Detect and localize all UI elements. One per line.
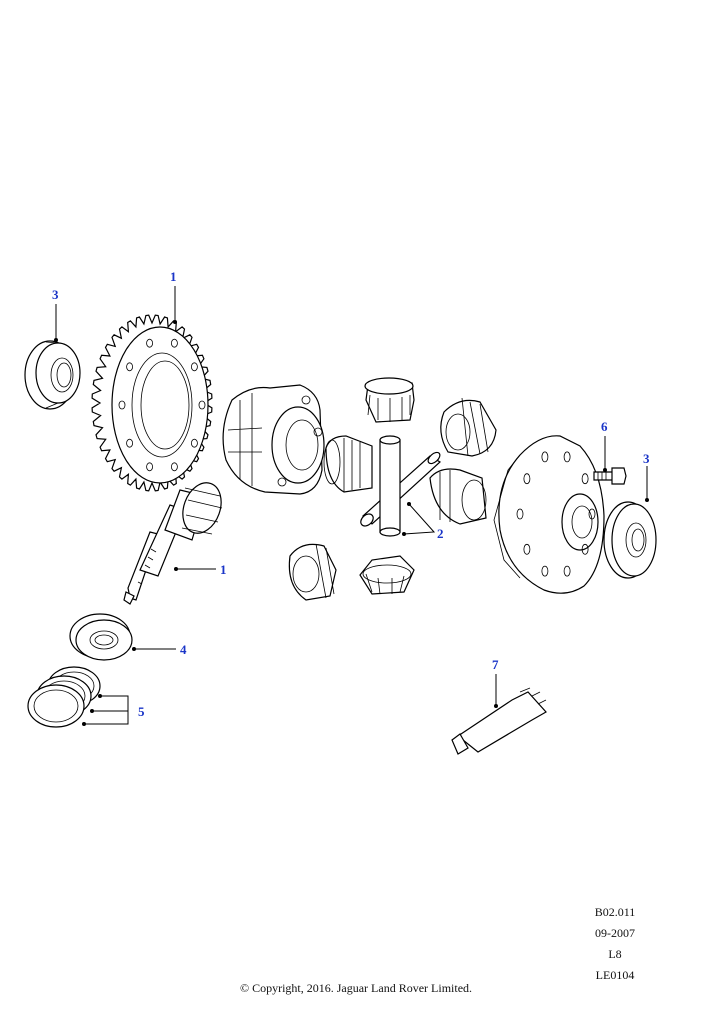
differential-housing-part [493,435,605,594]
reference-line-1: B02.011 [594,905,636,919]
housing-bolt-hole [516,508,524,520]
shims-part [27,666,101,728]
leader-lines [54,286,649,726]
housing-bolt-hole [541,451,549,463]
bearing-left-part [24,340,81,410]
housing-bolt-hole [588,508,596,520]
ring-gear-part [91,314,213,492]
bolt-part [593,467,627,485]
diff-gear-set-part [288,377,497,601]
ring-gear-bolt-hole [146,338,154,348]
callout-pinion-bearing: 4 [180,642,187,657]
ring-gear-bolt-hole [170,338,178,348]
callout-sealant: 7 [492,657,499,672]
ring-gear-bolt-hole [190,438,198,448]
housing-bolt-hole [581,543,589,555]
callout-bearing-left: 3 [52,287,59,302]
reference-line-3: L8 [608,947,622,961]
sealant-tube-part [451,687,547,755]
copyright-notice: © Copyright, 2016. Jaguar Land Rover Lim… [239,981,473,995]
callout-diff-gears: 2 [437,526,444,541]
callout-bearing-right: 3 [643,451,650,466]
callout-pinion: 1 [220,562,227,577]
ring-gear-bolt-hole [198,400,206,410]
housing-bolt-hole [563,451,571,463]
ring-gear-bolt-hole [126,362,134,372]
housing-bolt-hole [523,543,531,555]
callout-bolt: 6 [601,419,608,434]
housing-bolt-hole [541,565,549,577]
differential-case-part [222,384,325,495]
pinion-shaft-part [123,482,223,605]
housing-bolt-hole [581,473,589,485]
ring-gear-bolt-hole [146,462,154,472]
drawing-reference-block: B02.011 09-2007 L8 LE0104 [580,902,650,986]
ring-gear-bolt-hole [170,462,178,472]
pinion-bearing-part [69,613,133,661]
housing-bolt-hole [563,565,571,577]
reference-line-4: LE0104 [595,968,635,982]
bearing-right-part [603,501,657,579]
callout-ring-gear: 1 [170,269,177,284]
housing-bolt-hole [523,473,531,485]
ring-gear-bolt-hole [118,400,126,410]
callout-shims: 5 [138,704,145,719]
ring-gear-bolt-hole [190,362,198,372]
reference-line-2: 09-2007 [595,926,635,940]
ring-gear-bolt-hole [126,438,134,448]
